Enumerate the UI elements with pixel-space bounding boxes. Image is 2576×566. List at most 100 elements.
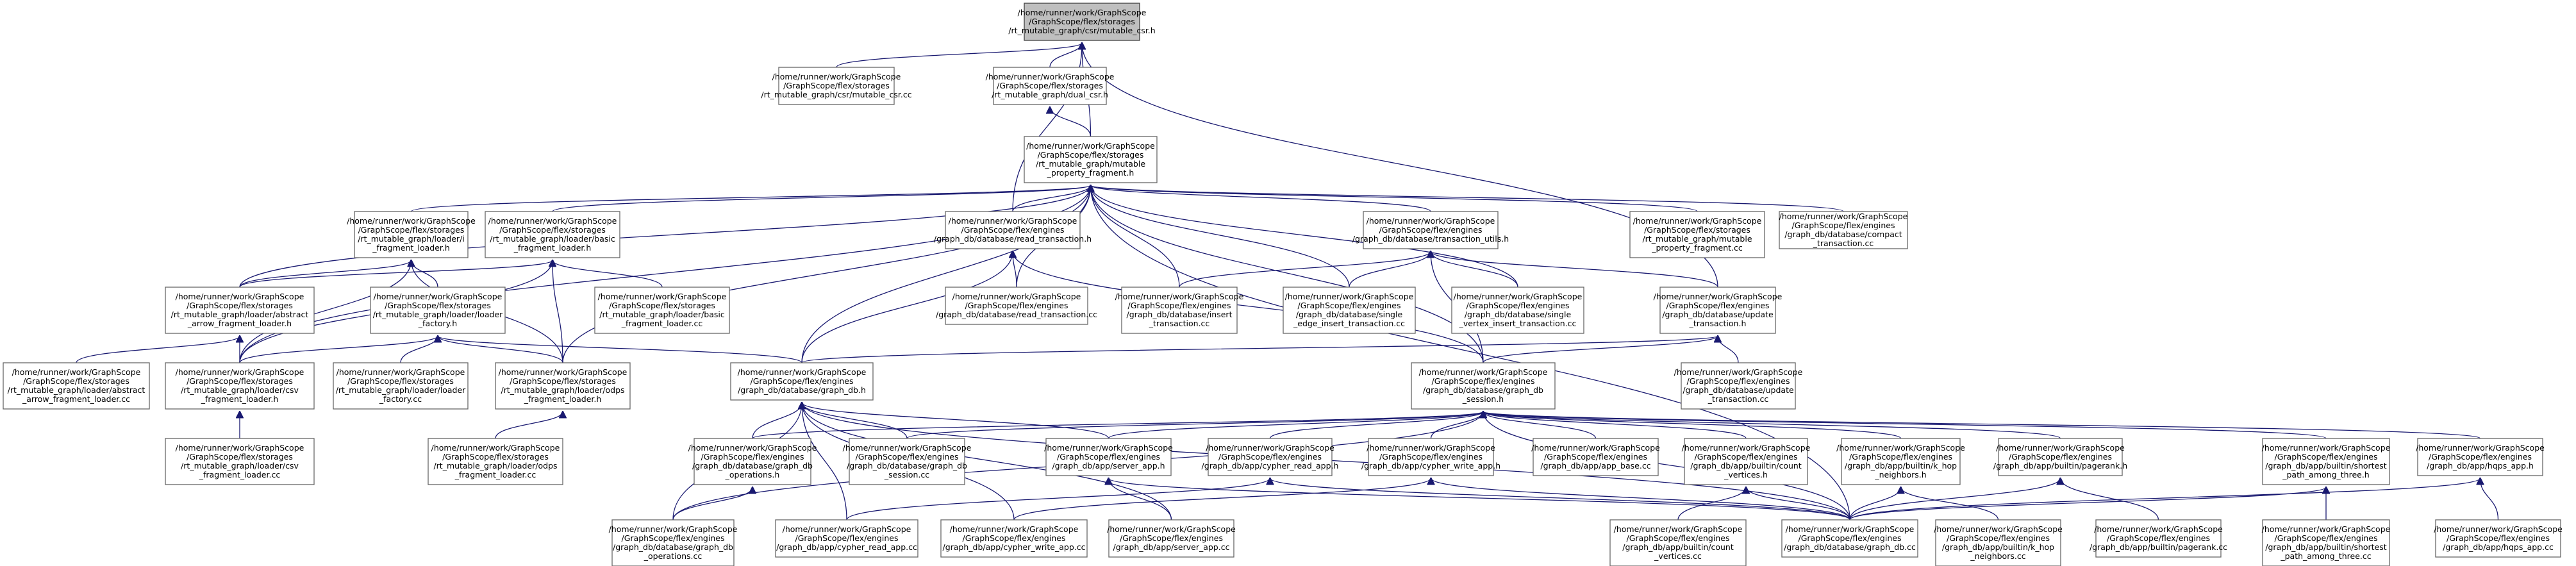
node-label-line: /home/runner/work/GraphScope [431,443,560,453]
file-node[interactable]: /home/runner/work/GraphScope/GraphScope/… [986,67,1115,105]
file-node[interactable]: /home/runner/work/GraphScope/GraphScope/… [1682,438,1811,485]
node-label-line: /home/runner/work/GraphScope [1285,292,1414,301]
node-box [1781,519,1918,558]
file-node[interactable]: /home/runner/work/GraphScope/GraphScope/… [1115,287,1244,334]
node-label-line: /home/runner/work/GraphScope [1454,292,1583,301]
node-label-line: _operations.h [725,470,780,479]
file-nodes: /home/runner/work/GraphScope/GraphScope/… [3,3,2563,566]
file-node[interactable]: /home/runner/work/GraphScope/GraphScope/… [1674,362,1803,410]
edge-n16-to-n3 [1091,185,1518,288]
file-node[interactable]: /home/runner/work/GraphScope/GraphScope/… [1993,438,2127,476]
root-file-node[interactable]: /home/runner/work/GraphScope/GraphScope/… [1008,3,1156,41]
node-box [3,362,150,410]
file-node[interactable]: /home/runner/work/GraphScope/GraphScope/… [609,519,738,566]
node-label-line: /GraphScope/flex/engines [1849,452,1952,462]
file-node[interactable]: /home/runner/work/GraphScope/GraphScope/… [1836,438,1965,485]
edge-n28-to-n23 [906,412,1483,439]
node-label-line: /graph_db/database/update [1662,310,1774,319]
file-node[interactable]: /home/runner/work/GraphScope/GraphScope/… [688,438,817,485]
node-label-line: /home/runner/work/GraphScope [2434,524,2563,534]
file-node[interactable]: /home/runner/work/GraphScope/GraphScope/… [843,438,972,485]
node-label-line: /home/runner/work/GraphScope [1206,443,1334,453]
file-node[interactable]: /home/runner/work/GraphScope/GraphScope/… [1531,438,1660,476]
file-node[interactable]: /home/runner/work/GraphScope/GraphScope/… [1654,287,1782,334]
node-label-line: /home/runner/work/GraphScope [176,367,304,377]
node-label-line: _operations.cc [644,551,702,561]
file-node[interactable]: /home/runner/work/GraphScope/GraphScope/… [1609,519,1747,566]
file-node[interactable]: /home/runner/work/GraphScope/GraphScope/… [1451,287,1584,334]
node-box [611,519,735,566]
file-node[interactable]: /home/runner/work/GraphScope/GraphScope/… [1352,211,1509,249]
node-label-line: /GraphScope/flex/engines [751,376,854,386]
node-label-line: /rt_mutable_graph/mutable [1036,159,1145,169]
file-node[interactable]: /home/runner/work/GraphScope/GraphScope/… [1779,211,1908,249]
file-node[interactable]: /home/runner/work/GraphScope/GraphScope/… [1411,362,1556,410]
node-box [2095,519,2222,558]
file-node[interactable]: /home/runner/work/GraphScope/GraphScope/… [1283,287,1416,334]
file-node[interactable]: /home/runner/work/GraphScope/GraphScope/… [1629,211,1765,258]
file-node[interactable]: /home/runner/work/GraphScope/GraphScope/… [1934,519,2063,566]
node-label-line: /GraphScope/flex/storages [442,452,549,462]
node-label-line: /graph_db/app/hqps_app.h [2427,461,2534,470]
node-label-line: /home/runner/work/GraphScope [499,367,627,377]
file-node[interactable]: /home/runner/work/GraphScope/GraphScope/… [934,211,1092,249]
file-node[interactable]: /home/runner/work/GraphScope/GraphScope/… [594,287,730,334]
node-box [1045,438,1172,476]
node-label-line: /home/runner/work/GraphScope [1419,367,1548,377]
node-label-line: _fragment_loader.cc [454,470,536,479]
file-node[interactable]: /home/runner/work/GraphScope/GraphScope/… [1024,136,1158,183]
node-box [849,438,965,485]
node-label-line: /graph_db/app/builtin/k_hop [1942,542,2054,552]
file-node[interactable]: /home/runner/work/GraphScope/GraphScope/… [333,362,469,410]
file-node[interactable]: /home/runner/work/GraphScope/GraphScope/… [1781,519,1918,558]
file-node[interactable]: /home/runner/work/GraphScope/GraphScope/… [2434,519,2563,558]
file-node[interactable]: /home/runner/work/GraphScope/GraphScope/… [940,519,1088,558]
file-node[interactable]: /home/runner/work/GraphScope/GraphScope/… [3,362,150,410]
file-node[interactable]: /home/runner/work/GraphScope/GraphScope/… [165,362,315,410]
file-node[interactable]: /home/runner/work/GraphScope/GraphScope/… [370,287,506,334]
node-label-line: /home/runner/work/GraphScope [952,292,1081,301]
node-label-line: /home/runner/work/GraphScope [783,524,911,534]
file-node[interactable]: /home/runner/work/GraphScope/GraphScope/… [1361,438,1500,476]
node-label-line: /GraphScope/flex/engines [2107,533,2210,543]
node-label-line: /graph_db/database/graph_db.cc [1784,542,1916,552]
file-node[interactable]: /home/runner/work/GraphScope/GraphScope/… [936,287,1097,325]
edge-n23-to-n17 [1483,336,1718,363]
node-box [1411,362,1556,410]
edge-n34-to-n23 [1483,412,1902,439]
node-box [2262,438,2390,485]
node-label-line: /graph_db/app/cypher_read_app.h [1202,461,1339,470]
file-node[interactable]: /home/runner/work/GraphScope/GraphScope/… [730,362,874,401]
node-label-line: /GraphScope/flex/engines [1120,533,1223,543]
node-label-line: _fragment_loader.cc [199,470,281,479]
file-node[interactable]: /home/runner/work/GraphScope/GraphScope/… [347,211,476,258]
edge-n7-to-n3 [1091,185,1431,212]
file-node[interactable]: /home/runner/work/GraphScope/GraphScope/… [165,438,315,485]
file-node[interactable]: /home/runner/work/GraphScope/GraphScope/… [495,362,631,410]
node-box [1108,519,1234,558]
file-node[interactable]: /home/runner/work/GraphScope/GraphScope/… [2262,438,2391,485]
file-node[interactable]: /home/runner/work/GraphScope/GraphScope/… [2090,519,2227,558]
node-box [495,362,631,410]
file-node[interactable]: /home/runner/work/GraphScope/GraphScope/… [165,287,315,334]
node-label-line: _transaction.h [1689,319,1747,328]
node-label-line: /home/runner/work/GraphScope [738,367,867,377]
file-node[interactable]: /home/runner/work/GraphScope/GraphScope/… [1044,438,1173,476]
edge-n42-to-n23 [1483,412,1850,520]
node-label-line: /home/runner/work/GraphScope [1654,292,1782,301]
node-label-line: _fragment_loader.cc [621,319,703,328]
file-node[interactable]: /home/runner/work/GraphScope/GraphScope/… [775,519,918,558]
node-label-line: /GraphScope/flex/storages [385,301,491,310]
file-node[interactable]: /home/runner/work/GraphScope/GraphScope/… [761,67,912,105]
file-node[interactable]: /home/runner/work/GraphScope/GraphScope/… [1107,519,1236,558]
file-node[interactable]: /home/runner/work/GraphScope/GraphScope/… [1202,438,1339,476]
node-box [1841,438,1961,485]
edge-n14-to-n3 [1091,185,1180,288]
file-node[interactable]: /home/runner/work/GraphScope/GraphScope/… [428,438,563,485]
file-node[interactable]: /home/runner/work/GraphScope/GraphScope/… [485,211,620,258]
file-node[interactable]: /home/runner/work/GraphScope/GraphScope/… [2416,438,2545,476]
node-label-line: /home/runner/work/GraphScope [843,443,972,453]
file-node[interactable]: /home/runner/work/GraphScope/GraphScope/… [2262,519,2391,566]
node-box [1024,3,1140,41]
node-label-line: /GraphScope/flex/storages [1029,17,1135,26]
